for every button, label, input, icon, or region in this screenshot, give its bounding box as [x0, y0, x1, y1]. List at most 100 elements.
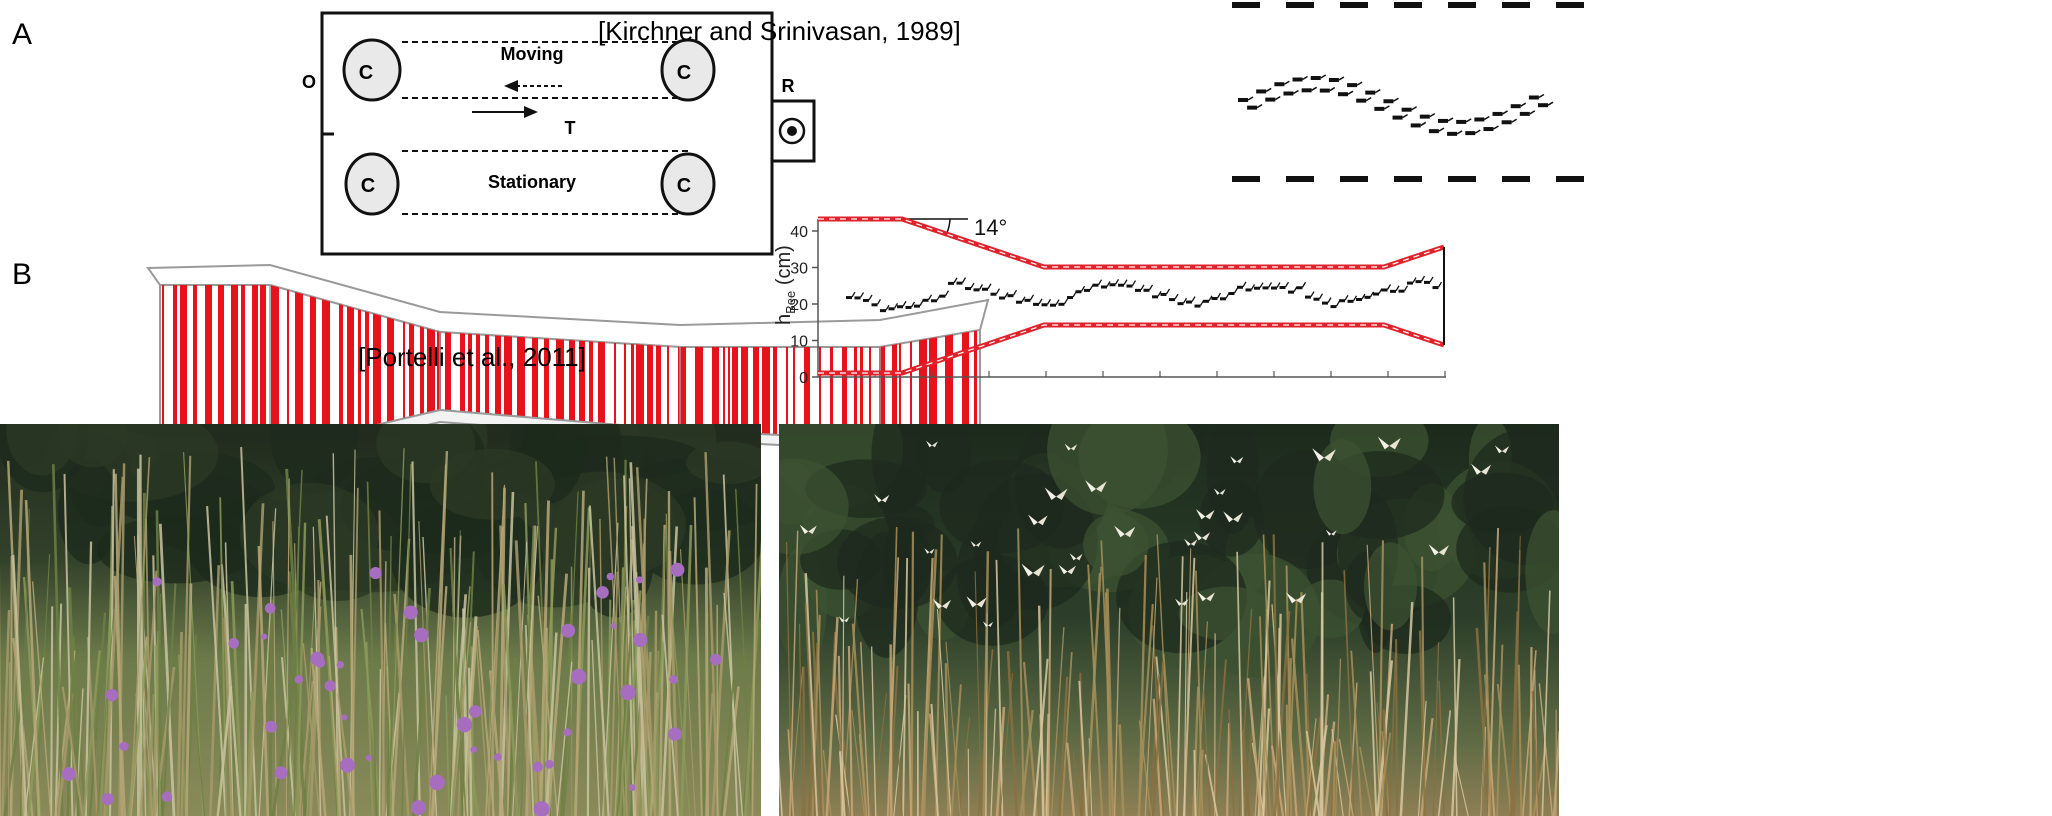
butterfly-icon — [1064, 443, 1071, 451]
stripe — [569, 285, 575, 465]
bee-mark — [1135, 288, 1141, 292]
bee-mark — [1528, 95, 1539, 100]
flower-icon — [294, 675, 304, 684]
bee-mark — [922, 298, 929, 302]
bee-mark — [1392, 115, 1403, 120]
flower-icon — [596, 586, 609, 599]
y-axis-label: hBee (cm) — [773, 245, 798, 325]
stripe — [974, 285, 977, 465]
moving-label: Moving — [501, 44, 564, 64]
bee-mark — [1338, 92, 1348, 97]
butterfly-icon — [1085, 480, 1096, 493]
stripe — [929, 285, 937, 465]
butterfly-icon — [1114, 525, 1125, 538]
flower-icon — [532, 761, 543, 773]
butterfly-icon — [932, 598, 942, 609]
stripe — [786, 285, 788, 465]
stripe — [962, 285, 969, 465]
stripe — [260, 285, 266, 465]
bee-mark — [1238, 98, 1248, 102]
flower-icon — [161, 791, 173, 802]
bee-mark — [1301, 88, 1312, 93]
bee-mark — [1126, 284, 1133, 288]
bee-mark — [1519, 111, 1530, 116]
purple-flower-icons — [61, 562, 722, 816]
butterfly-icon — [838, 616, 845, 623]
bee-mark — [1152, 295, 1158, 299]
bee-mark — [1456, 119, 1467, 124]
bee-mark — [965, 287, 971, 291]
tunnel-apparatus-diagram: C C C C Moving Stationary T O R — [302, 11, 816, 256]
bee-mark — [1050, 303, 1056, 307]
bee-mark — [1169, 298, 1175, 302]
bee-mark — [1245, 288, 1252, 292]
bee-mark — [1265, 97, 1276, 102]
stripe — [476, 285, 480, 465]
flower-icon — [105, 688, 119, 702]
stripe — [741, 285, 748, 465]
flower-icon — [340, 757, 355, 773]
wall-dash — [1286, 176, 1314, 182]
flower-icon — [101, 793, 114, 806]
stripe — [485, 285, 489, 465]
bee-mark — [1364, 295, 1371, 299]
bee-mark — [1347, 83, 1358, 88]
bee-mark — [948, 281, 954, 285]
bee-mark — [1339, 299, 1345, 303]
bee-trajectory-tunnel-a — [1232, 2, 1584, 182]
stripe — [762, 285, 770, 465]
cylinder-label: C — [677, 62, 691, 84]
flower-icon — [561, 623, 576, 638]
stripe — [495, 285, 501, 465]
wall-dash — [1340, 176, 1368, 182]
bee-mark — [1474, 117, 1485, 122]
flower-icon — [610, 623, 617, 630]
butterfly-icon — [799, 524, 809, 535]
bee-mark — [1415, 280, 1422, 284]
wall-dash — [1394, 2, 1422, 8]
bee-mark — [1041, 303, 1048, 307]
stripe — [409, 285, 414, 465]
stripe — [910, 285, 912, 465]
panel-letter-a: A — [12, 18, 33, 51]
tunnel-wall-top — [1232, 2, 1584, 8]
stripe — [271, 285, 279, 465]
bee-mark — [1024, 298, 1031, 302]
bee-mark — [1465, 131, 1476, 136]
butterfly-icon — [1197, 591, 1207, 602]
stripe — [598, 285, 605, 465]
bee-mark — [1296, 286, 1303, 290]
stripe — [728, 285, 730, 465]
wall-dash — [1232, 2, 1260, 8]
bee-mark — [982, 287, 988, 291]
flower-icon — [119, 741, 129, 751]
bee-mark — [1194, 304, 1201, 308]
cylinder-bottom-right — [660, 152, 716, 216]
bee-mark — [897, 305, 903, 309]
bee-mark — [1365, 90, 1376, 95]
bee-mark — [939, 294, 946, 298]
flower-icon — [606, 572, 615, 581]
bee-mark — [1492, 111, 1503, 116]
flower-icon — [365, 754, 372, 761]
bee-mark — [1410, 123, 1421, 128]
stripe — [322, 285, 330, 465]
stripe — [517, 285, 525, 465]
butterfly-icon — [1021, 563, 1034, 577]
butterfly-icon — [1312, 448, 1325, 462]
wall-dash — [1556, 176, 1584, 182]
tunnel-wall-line — [818, 216, 1445, 270]
cylinder-label: C — [677, 175, 691, 197]
bee-mark — [1279, 286, 1286, 290]
butterfly-icon — [1286, 592, 1297, 604]
bee-mark — [888, 307, 895, 311]
bee-mark — [1438, 118, 1448, 123]
photo-meadow-flowers — [0, 424, 761, 816]
bee-mark — [1328, 77, 1339, 82]
bee-mark — [905, 305, 912, 309]
bee-mark — [1407, 281, 1413, 285]
flower-icon — [314, 657, 326, 668]
bee-mark — [1322, 301, 1328, 305]
stripe — [427, 285, 435, 465]
flower-icon — [470, 746, 478, 754]
